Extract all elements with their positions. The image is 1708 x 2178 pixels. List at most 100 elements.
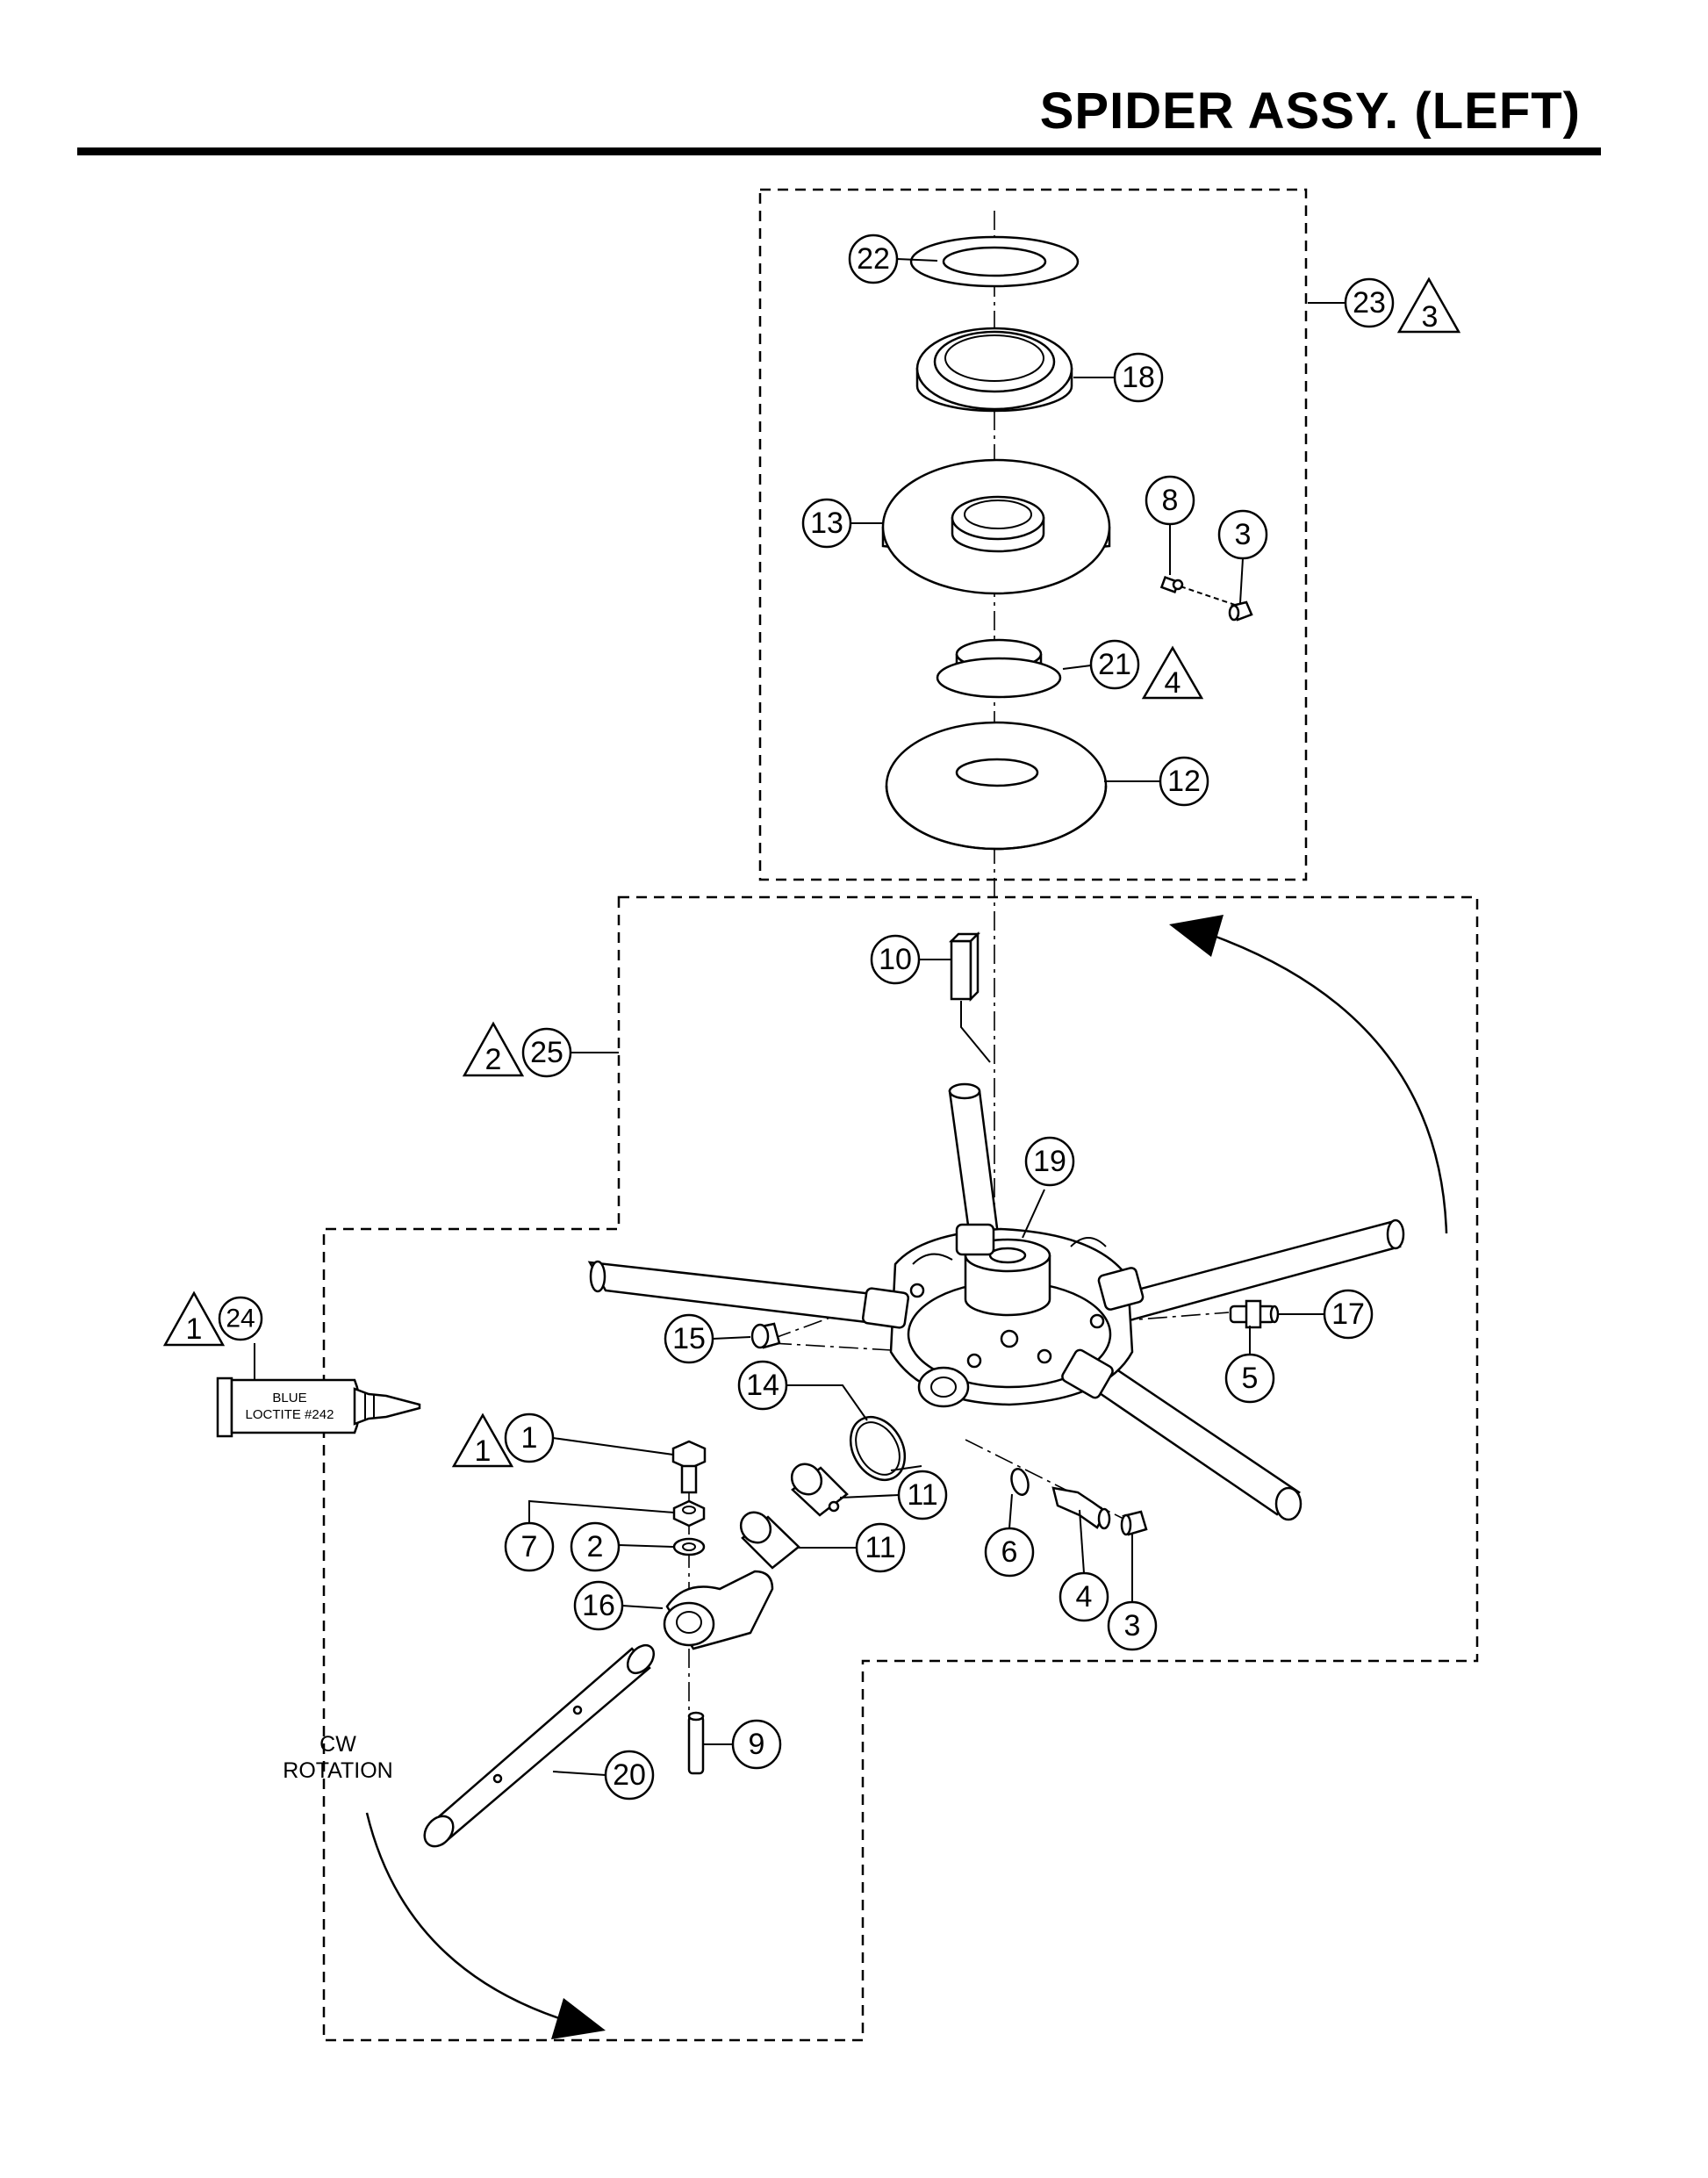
callout-4[interactable]: 4 xyxy=(1059,1571,1109,1622)
callout-16[interactable]: 16 xyxy=(573,1580,624,1631)
svg-text:25: 25 xyxy=(530,1036,563,1069)
svg-text:12: 12 xyxy=(1167,765,1201,798)
page-title: SPIDER ASSY. (LEFT) xyxy=(1039,83,1581,140)
svg-text:3: 3 xyxy=(1235,518,1252,551)
part-18-seal xyxy=(915,327,1073,413)
svg-text:19: 19 xyxy=(1033,1145,1066,1178)
part-13-disc xyxy=(881,458,1111,595)
callout-3-upper[interactable]: 3 xyxy=(1217,509,1268,560)
lower-subassembly-boundary xyxy=(322,895,1479,2042)
svg-text:3: 3 xyxy=(1124,1609,1141,1642)
svg-text:4: 4 xyxy=(1076,1580,1093,1614)
part-17-fitting xyxy=(1229,1299,1280,1329)
svg-text:8: 8 xyxy=(1162,484,1179,517)
svg-text:11: 11 xyxy=(865,1531,895,1564)
tube-label-line2: LOCTITE #242 xyxy=(246,1407,334,1422)
svg-text:20: 20 xyxy=(613,1758,646,1792)
part-6-o-ring xyxy=(1010,1468,1030,1496)
svg-text:15: 15 xyxy=(672,1322,706,1355)
callout-18[interactable]: 18 xyxy=(1113,352,1164,403)
callout-14[interactable]: 14 xyxy=(737,1360,788,1411)
spider-hub-assembly xyxy=(587,1082,1405,1521)
callout-9[interactable]: 9 xyxy=(731,1719,782,1770)
rotation-label-line2: ROTATION xyxy=(283,1758,392,1783)
part-3-cap-lower xyxy=(1120,1510,1148,1536)
svg-text:18: 18 xyxy=(1122,361,1155,394)
svg-text:7: 7 xyxy=(521,1530,538,1563)
svg-text:2: 2 xyxy=(485,1043,502,1076)
svg-text:10: 10 xyxy=(879,943,912,976)
svg-text:4: 4 xyxy=(1165,666,1181,700)
note-triangle-4: 4 xyxy=(1141,645,1204,700)
rotation-arrowhead-lower xyxy=(551,1998,606,2039)
callout-24[interactable]: 24 xyxy=(218,1296,263,1341)
svg-text:23: 23 xyxy=(1353,286,1386,320)
svg-text:6: 6 xyxy=(1001,1535,1018,1569)
callout-23[interactable]: 23 xyxy=(1344,277,1395,328)
svg-text:1: 1 xyxy=(186,1312,203,1346)
part-8-grease-fitting xyxy=(1159,576,1184,593)
rotation-label-line1: CW xyxy=(319,1732,356,1757)
callout-12[interactable]: 12 xyxy=(1159,756,1209,807)
note-triangle-2: 2 xyxy=(462,1021,525,1077)
svg-text:21: 21 xyxy=(1098,648,1131,681)
callout-2[interactable]: 2 xyxy=(570,1521,621,1572)
callout-15[interactable]: 15 xyxy=(664,1313,714,1364)
svg-text:24: 24 xyxy=(226,1305,255,1333)
part-7-nut xyxy=(672,1499,706,1527)
callout-17[interactable]: 17 xyxy=(1323,1289,1374,1340)
svg-text:1: 1 xyxy=(475,1434,492,1468)
callout-11-upper[interactable]: 11 xyxy=(897,1470,948,1520)
fitting-axis-upper xyxy=(1180,586,1238,607)
callout-11-lower[interactable]: 11 xyxy=(855,1522,906,1573)
part-24-loctite-tube xyxy=(216,1377,421,1438)
part-10-key xyxy=(948,931,981,1003)
part-20-arm-tube xyxy=(423,1643,656,1848)
note-triangle-1-bolt: 1 xyxy=(451,1412,514,1468)
callout-10[interactable]: 10 xyxy=(870,934,921,985)
svg-text:16: 16 xyxy=(582,1589,615,1622)
svg-text:9: 9 xyxy=(749,1728,765,1761)
callout-5[interactable]: 5 xyxy=(1224,1353,1275,1404)
part-2-lock-washer xyxy=(672,1537,706,1556)
svg-text:17: 17 xyxy=(1331,1297,1365,1331)
callout-7[interactable]: 7 xyxy=(504,1521,555,1572)
callout-25[interactable]: 25 xyxy=(521,1027,572,1078)
callout-6[interactable]: 6 xyxy=(984,1527,1035,1578)
part-9-roll-pin xyxy=(687,1711,705,1775)
callout-22[interactable]: 22 xyxy=(848,234,899,284)
title-rule xyxy=(77,147,1601,155)
rotation-arrow-upper xyxy=(1210,933,1448,1234)
tube-label-line1: BLUE xyxy=(272,1391,306,1405)
callout-8[interactable]: 8 xyxy=(1145,475,1195,526)
part-15-plug xyxy=(750,1322,781,1349)
callout-20[interactable]: 20 xyxy=(604,1750,655,1801)
svg-text:14: 14 xyxy=(746,1369,779,1402)
svg-text:1: 1 xyxy=(521,1421,538,1455)
callout-19[interactable]: 19 xyxy=(1024,1136,1075,1187)
part-21-bushing xyxy=(936,638,1062,699)
svg-text:2: 2 xyxy=(587,1530,604,1563)
rotation-arrowhead-upper xyxy=(1169,915,1224,957)
part-4-valve xyxy=(1051,1486,1111,1530)
upper-subassembly-boundary xyxy=(758,188,1308,881)
side-fitting-axis xyxy=(965,1439,1133,1524)
callout-21[interactable]: 21 xyxy=(1089,639,1140,690)
part-14-spring xyxy=(849,1415,922,1482)
note-triangle-1-tube: 1 xyxy=(162,1290,226,1347)
part-12-disc xyxy=(885,721,1108,851)
svg-text:3: 3 xyxy=(1422,300,1439,334)
part-3-cap-upper xyxy=(1228,600,1253,622)
callout-3-lower[interactable]: 3 xyxy=(1107,1600,1158,1651)
callout-1[interactable]: 1 xyxy=(504,1412,555,1463)
svg-text:11: 11 xyxy=(907,1478,937,1512)
part-1-bolt xyxy=(671,1440,707,1494)
key-locator-line xyxy=(960,1001,991,1063)
callout-13[interactable]: 13 xyxy=(801,498,852,549)
svg-text:22: 22 xyxy=(857,242,890,276)
plug-center-axis xyxy=(771,1342,922,1353)
leader-lines xyxy=(254,258,1346,1776)
rotation-arrow-lower xyxy=(365,1812,563,2021)
part-11-bushing-lower xyxy=(739,1511,800,1570)
